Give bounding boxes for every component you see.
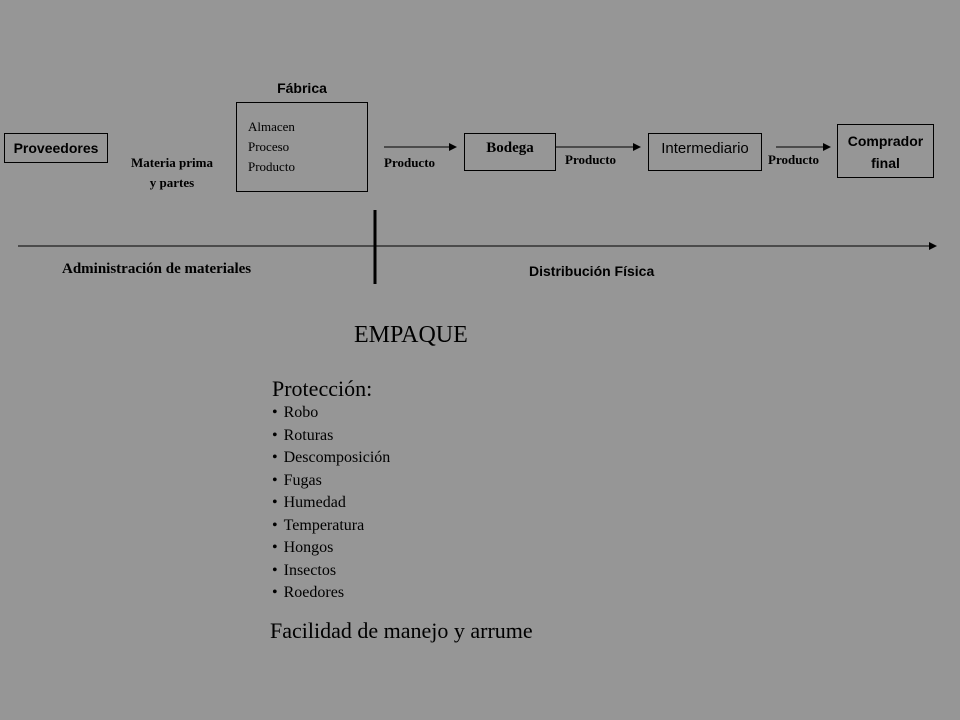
fabrica-title: Fábrica — [277, 80, 327, 96]
comprador-line2: final — [871, 155, 900, 171]
fabrica-box: Almacen Proceso Producto — [236, 102, 368, 192]
fabrica-item-almacen: Almacen — [248, 119, 295, 134]
intermediario-label: Intermediario — [661, 140, 749, 157]
fabrica-items: Almacen Proceso Producto — [248, 117, 295, 177]
proveedores-box: Proveedores — [4, 133, 108, 163]
comprador-final-label: Comprador final — [838, 125, 933, 174]
proteccion-heading: Protección: — [272, 376, 373, 401]
list-item: Humedad — [272, 492, 390, 515]
list-item: Descomposición — [272, 447, 391, 470]
bodega-label: Bodega — [486, 140, 534, 156]
producto-label-1: Producto — [384, 155, 436, 170]
materia-prima-line1: Materia prima — [131, 155, 213, 170]
list-item: Fugas — [272, 470, 390, 493]
comprador-final-box: Comprador final — [837, 124, 934, 178]
administracion-materiales-label: Administración de materiales — [62, 261, 252, 277]
fabrica-item-proceso: Proceso — [248, 139, 290, 154]
list-item: Robo — [272, 402, 390, 425]
distribucion-fisica-label: Distribución Física — [529, 263, 655, 279]
list-item: Roturas — [272, 425, 390, 448]
materia-prima-label: Materia prima y partes — [112, 153, 232, 193]
fabrica-item-producto: Producto — [248, 159, 295, 174]
empaque-title: EMPAQUE — [354, 322, 468, 348]
list-item: Hongos — [272, 537, 390, 560]
producto-label-3: Producto — [768, 152, 820, 167]
intermediario-box: Intermediario — [648, 133, 762, 171]
list-item: Roedores — [272, 582, 390, 605]
materia-prima-line2: y partes — [149, 175, 195, 190]
comprador-line1: Comprador — [847, 133, 924, 149]
facilidad-manejo-text: Facilidad de manejo y arrume — [270, 618, 533, 643]
proveedores-label: Proveedores — [13, 140, 99, 156]
producto-label-2: Producto — [565, 152, 617, 167]
list-item: Temperatura — [272, 515, 390, 538]
list-item: Insectos — [272, 560, 390, 583]
bodega-box: Bodega — [464, 133, 556, 171]
proteccion-list: Robo Roturas Descomposición Fugas Humeda… — [272, 402, 391, 605]
